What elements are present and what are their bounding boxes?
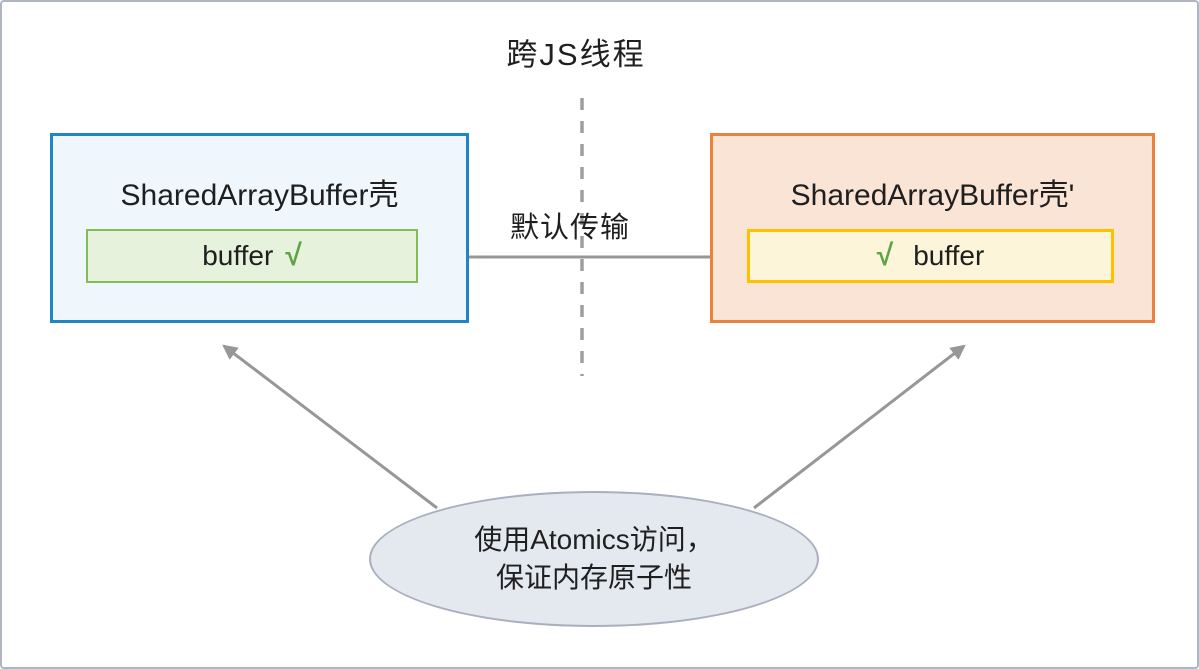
atomics-note-line1: 使用Atomics访问， (474, 524, 714, 555)
atomics-to-left-arrow (222, 344, 438, 510)
right-sharedarraybuffer-box: SharedArrayBuffer壳' (710, 133, 1155, 323)
right-buffer-label: buffer (913, 240, 985, 271)
left-buffer-box: buffer √ (86, 229, 418, 283)
atomics-note-ellipse: 使用Atomics访问， 保证内存原子性 (369, 491, 819, 627)
left-box-title: SharedArrayBuffer壳 (120, 179, 399, 212)
left-buffer-label: buffer (202, 240, 274, 271)
atomics-to-right-arrow (753, 344, 966, 510)
right-buffer-box: √ buffer (747, 229, 1114, 283)
atomics-note-line2: 保证内存原子性 (495, 562, 692, 593)
right-check-icon: √ (876, 239, 894, 272)
left-check-icon: √ (285, 239, 302, 272)
left-sharedarraybuffer-box: SharedArrayBuffer壳 (50, 133, 469, 323)
diagram-title: 跨JS线程 (506, 37, 646, 72)
right-box-title: SharedArrayBuffer壳' (790, 179, 1075, 212)
transfer-label: 默认传输 (509, 212, 631, 244)
